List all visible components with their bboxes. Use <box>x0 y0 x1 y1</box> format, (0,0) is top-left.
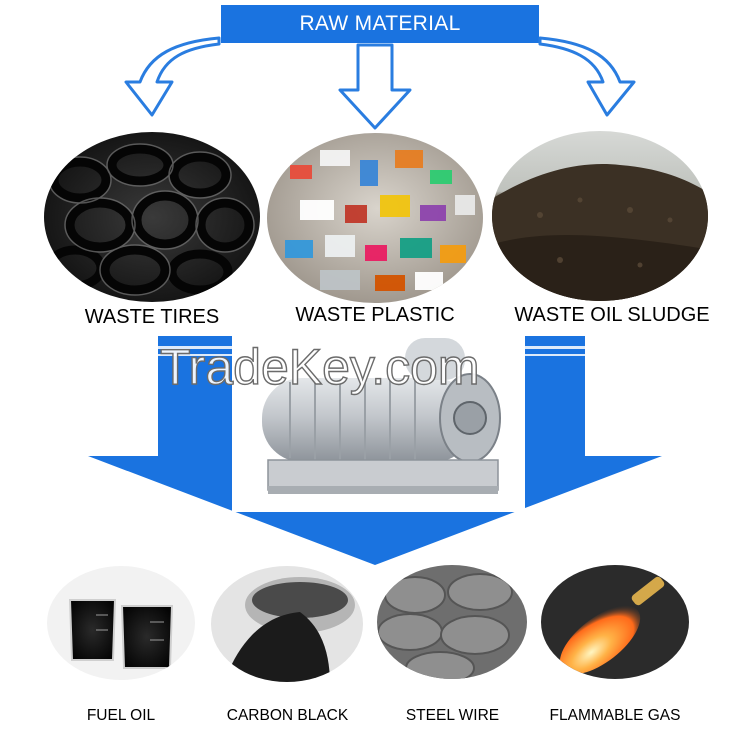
waste-plastic-photo <box>267 133 483 303</box>
raw-material-banner: RAW MATERIAL <box>221 5 539 43</box>
output-label-steel-wire: STEEL WIRE <box>385 707 520 725</box>
left-curved-arrow <box>124 36 221 117</box>
output-label-flammable-gas: FLAMMABLE GAS <box>532 707 698 725</box>
waste-tires-label: WASTE TIRES <box>84 306 220 328</box>
carbon-black-label: CARBON BLACK <box>226 707 349 724</box>
waste-tires-photo <box>44 132 260 302</box>
banner-title: RAW MATERIAL <box>299 12 461 35</box>
pyrolysis-reactor <box>232 336 525 512</box>
input-label-waste-plastic: WASTE PLASTIC <box>280 304 470 327</box>
flammable-gas-photo <box>541 565 689 679</box>
steel-wire-photo <box>377 565 527 679</box>
output-label-carbon-black: CARBON BLACK <box>210 707 365 725</box>
waste-oil-sludge-label: WASTE OIL SLUDGE <box>514 304 710 326</box>
waste-plastic-label: WASTE PLASTIC <box>295 304 455 326</box>
output-label-fuel-oil: FUEL OIL <box>55 707 187 725</box>
input-label-waste-tires: WASTE TIRES <box>62 306 242 329</box>
flammable-gas-label: FLAMMABLE GAS <box>549 707 681 724</box>
fuel-oil-label: FUEL OIL <box>86 707 156 724</box>
right-curved-arrow <box>538 36 636 117</box>
watermark: TradeKey.com <box>159 338 480 395</box>
center-down-arrow <box>338 43 412 130</box>
input-label-waste-oil-sludge: WASTE OIL SLUDGE <box>496 304 728 327</box>
waste-oil-sludge-photo <box>492 131 708 301</box>
fuel-oil-photo <box>47 566 195 680</box>
carbon-black-photo <box>211 566 363 682</box>
steel-wire-label: STEEL WIRE <box>405 707 500 724</box>
